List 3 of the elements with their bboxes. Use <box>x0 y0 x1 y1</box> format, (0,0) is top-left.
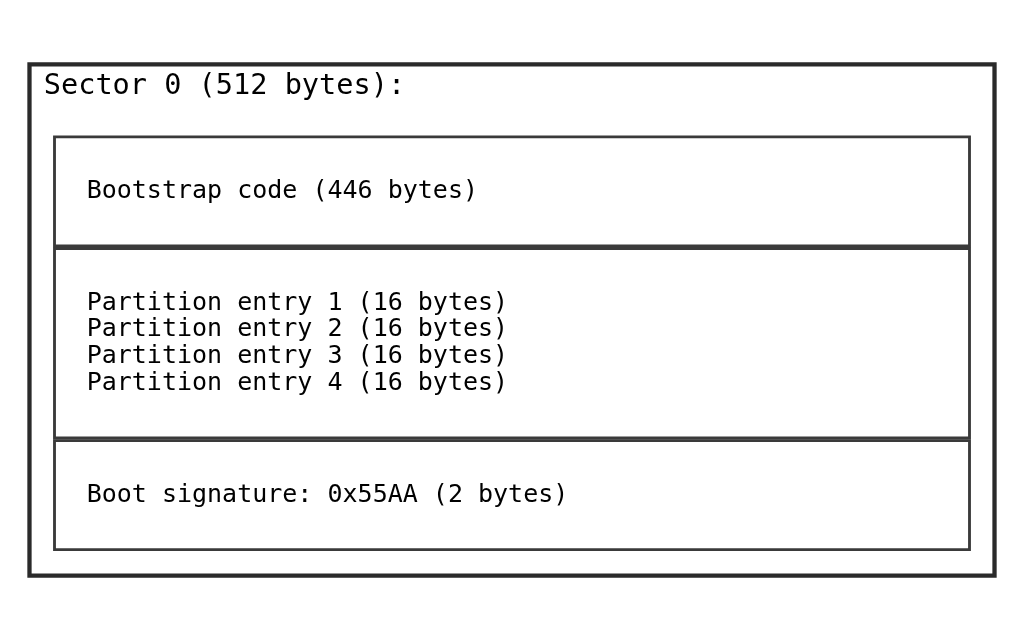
node-box: Partition entry 1 (16 bytes) Partition entry 2 (16 bytes) Partition entry 3 (16 bytes) Partition entry 4 (16 bytes) <box>53 247 971 440</box>
node-box: Bootstrap code (446 bytes) <box>53 135 971 248</box>
node-box: Boot signature: 0x55AA (2 bytes) <box>53 439 971 552</box>
